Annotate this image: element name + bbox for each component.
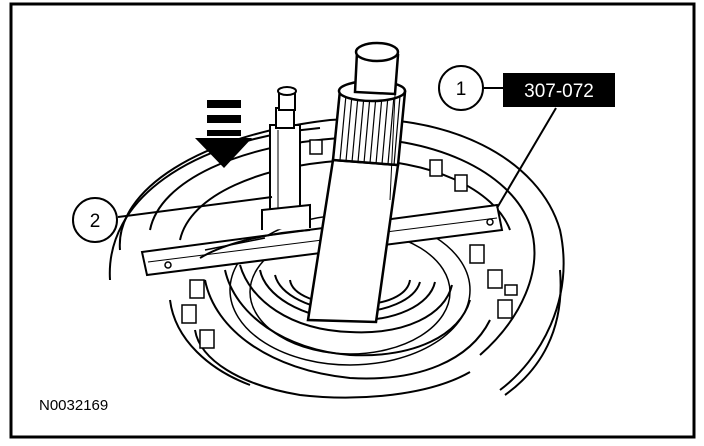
- press-arrow-icon: [195, 100, 252, 168]
- callout-2-number: 2: [90, 211, 101, 232]
- pin-tool: [261, 86, 311, 230]
- tool-number-text: 307-072: [524, 81, 594, 102]
- transmission-housing: [108, 117, 565, 399]
- input-shaft: [306, 41, 407, 324]
- figure-id: N0032169: [39, 397, 108, 414]
- callout-1-circle: [438, 65, 484, 111]
- callout-1-number: 1: [456, 79, 467, 100]
- housing-teeth: [181, 139, 518, 349]
- tool-number-label: [503, 73, 615, 107]
- callout-1: 1 307-072: [438, 65, 615, 209]
- callout-2-circle: [72, 197, 118, 243]
- callout-2: 2: [72, 196, 273, 243]
